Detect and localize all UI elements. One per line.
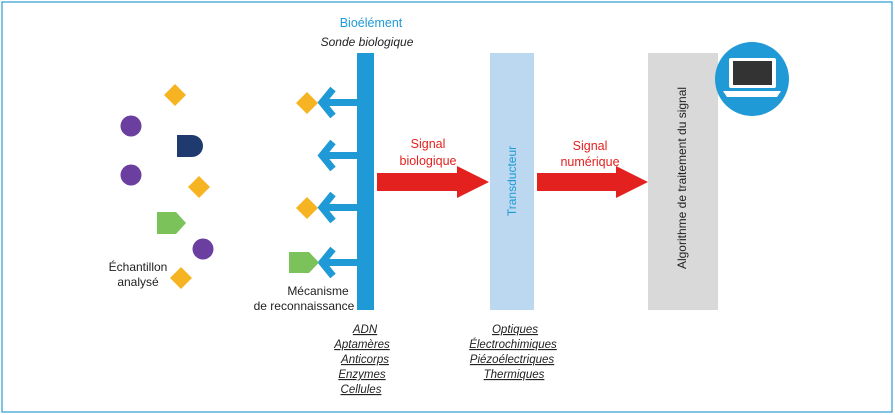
receptor xyxy=(317,86,357,119)
transducer-list-item: Électrochimiques xyxy=(469,338,557,351)
signal-num-label-line1: Signal xyxy=(573,139,608,153)
transducer-list-item: Optiques xyxy=(492,324,538,336)
analyte-pentagon xyxy=(157,212,186,234)
analyte-diamond xyxy=(170,267,192,289)
sonde-title: Sonde biologique xyxy=(321,35,414,49)
receptor xyxy=(317,246,357,279)
receptors xyxy=(317,86,357,279)
transducer-list-item: Thermiques xyxy=(484,369,545,381)
sample-label-line1: Échantillon xyxy=(109,259,168,274)
bio-list-item: Enzymes xyxy=(338,369,386,381)
sample-analytes xyxy=(120,84,214,289)
analyte-circle xyxy=(192,238,214,260)
algorithm-box xyxy=(648,53,718,310)
bio-list-item: Anticorps xyxy=(340,354,389,366)
signal-num-label-line2: numérique xyxy=(560,155,619,169)
algorithm-label: Algorithme de traitement du signal xyxy=(675,87,689,269)
bio-list-item: Aptamères xyxy=(333,339,390,351)
transducer-box xyxy=(490,53,534,310)
receptor xyxy=(317,191,357,224)
bioelement-bar xyxy=(357,53,374,310)
bioelement-title: Bioélément xyxy=(340,16,403,30)
bio-list-item: ADN xyxy=(352,324,378,336)
signal-bio-arrow xyxy=(377,166,489,198)
analyte-circle xyxy=(120,115,142,137)
transducer-list-item: Piézoélectriques xyxy=(470,354,555,366)
analyte-circle xyxy=(120,164,142,186)
laptop-icon xyxy=(715,42,789,116)
bound-pentagon xyxy=(289,252,319,273)
bound-diamond xyxy=(296,92,318,114)
signal-bio-label-line1: Signal xyxy=(411,137,446,151)
mecanisme-label-line2: de reconnaissance xyxy=(254,299,355,313)
transducer-label: Transducteur xyxy=(505,146,519,216)
sample-label-line2: analysé xyxy=(117,275,159,289)
receptor xyxy=(317,139,357,172)
analyte-diamond xyxy=(164,84,186,106)
signal-bio-label-line2: biologique xyxy=(400,154,457,168)
bio-list-item: Cellules xyxy=(341,384,382,396)
analyte-half-disc xyxy=(177,135,203,157)
mecanisme-label-line1: Mécanisme xyxy=(287,284,349,298)
bound-diamond xyxy=(296,197,318,219)
analyte-diamond xyxy=(188,176,210,198)
signal-num-arrow xyxy=(537,166,648,198)
